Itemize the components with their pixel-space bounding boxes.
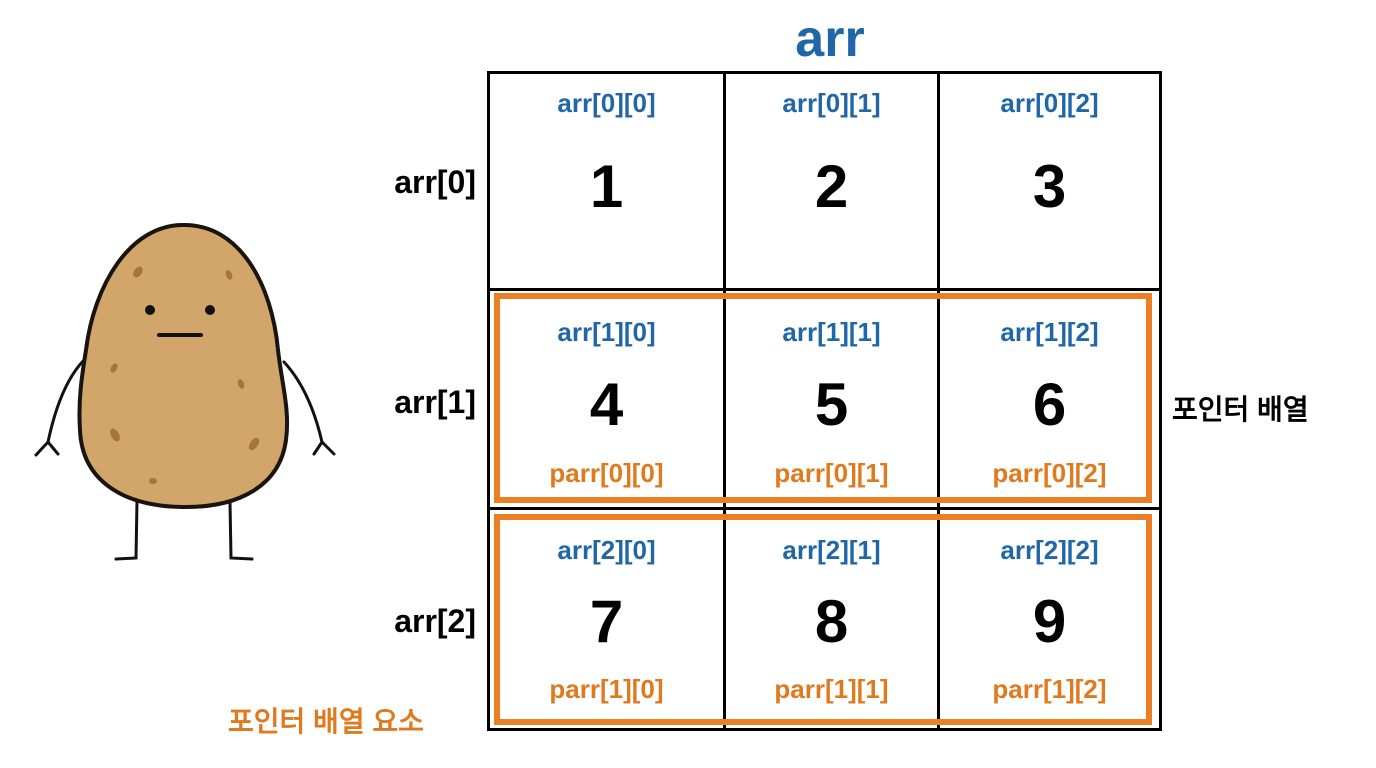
cell-index-label: arr[1][0] bbox=[557, 317, 656, 347]
array-title: arr bbox=[795, 10, 865, 68]
pointer-array-row-highlight-0 bbox=[494, 293, 1152, 503]
cell-2-2: arr[2][2] 9 parr[1][2] bbox=[940, 510, 1159, 728]
pointer-index-label: parr[0][2] bbox=[992, 458, 1107, 488]
column-divider bbox=[723, 74, 726, 728]
cell-index-label: arr[2][0] bbox=[557, 535, 656, 565]
cell-value: 2 bbox=[814, 153, 849, 220]
cell-0-2: arr[0][2] 3 bbox=[940, 74, 1159, 288]
cell-2-0: arr[2][0] 7 parr[1][0] bbox=[490, 510, 723, 728]
cell-1-2: arr[1][2] 6 parr[0][2] bbox=[940, 291, 1159, 507]
pointer-array-element-annotation: 포인터 배열 요소 bbox=[228, 706, 424, 737]
row-divider bbox=[490, 288, 1159, 291]
pointer-array-annotation: 포인터 배열 bbox=[1172, 394, 1309, 425]
pointer-array-row-highlight-1 bbox=[494, 514, 1152, 725]
potato-character-illustration bbox=[34, 222, 336, 561]
cell-index-label: arr[0][1] bbox=[782, 88, 881, 118]
cell-value: 5 bbox=[814, 371, 849, 438]
cell-1-0: arr[1][0] 4 parr[0][0] bbox=[490, 291, 723, 507]
cell-index-label: arr[1][1] bbox=[782, 317, 881, 347]
pointer-index-label: parr[0][0] bbox=[549, 458, 664, 488]
cell-value: 6 bbox=[1032, 371, 1067, 438]
pointer-index-label: parr[1][0] bbox=[549, 674, 664, 704]
column-divider bbox=[937, 74, 940, 728]
cell-value: 9 bbox=[1032, 588, 1067, 655]
cell-index-label: arr[2][1] bbox=[782, 535, 881, 565]
array-grid: arr[0][0] 1 arr[0][1] 2 arr[0][2] 3 arr[… bbox=[487, 71, 1162, 731]
pointer-index-label: parr[0][1] bbox=[774, 458, 889, 488]
cell-value: 3 bbox=[1032, 153, 1067, 220]
row-label-1: arr[1] bbox=[394, 384, 476, 420]
row-divider bbox=[490, 507, 1159, 510]
cell-0-0: arr[0][0] 1 bbox=[490, 74, 723, 288]
cell-0-1: arr[0][1] 2 bbox=[726, 74, 937, 288]
cell-index-label: arr[2][2] bbox=[1000, 535, 1099, 565]
cell-index-label: arr[0][2] bbox=[1000, 88, 1099, 118]
row-label-2: arr[2] bbox=[394, 603, 476, 639]
row-label-0: arr[0] bbox=[394, 164, 476, 200]
cell-value: 8 bbox=[814, 588, 849, 655]
pointer-index-label: parr[1][1] bbox=[774, 674, 889, 704]
pointer-index-label: parr[1][2] bbox=[992, 674, 1107, 704]
cell-index-label: arr[0][0] bbox=[557, 88, 656, 118]
cell-value: 7 bbox=[589, 588, 624, 655]
cell-2-1: arr[2][1] 8 parr[1][1] bbox=[726, 510, 937, 728]
cell-value: 1 bbox=[589, 153, 624, 220]
cell-value: 4 bbox=[589, 371, 624, 438]
cell-1-1: arr[1][1] 5 parr[0][1] bbox=[726, 291, 937, 507]
cell-index-label: arr[1][2] bbox=[1000, 317, 1099, 347]
